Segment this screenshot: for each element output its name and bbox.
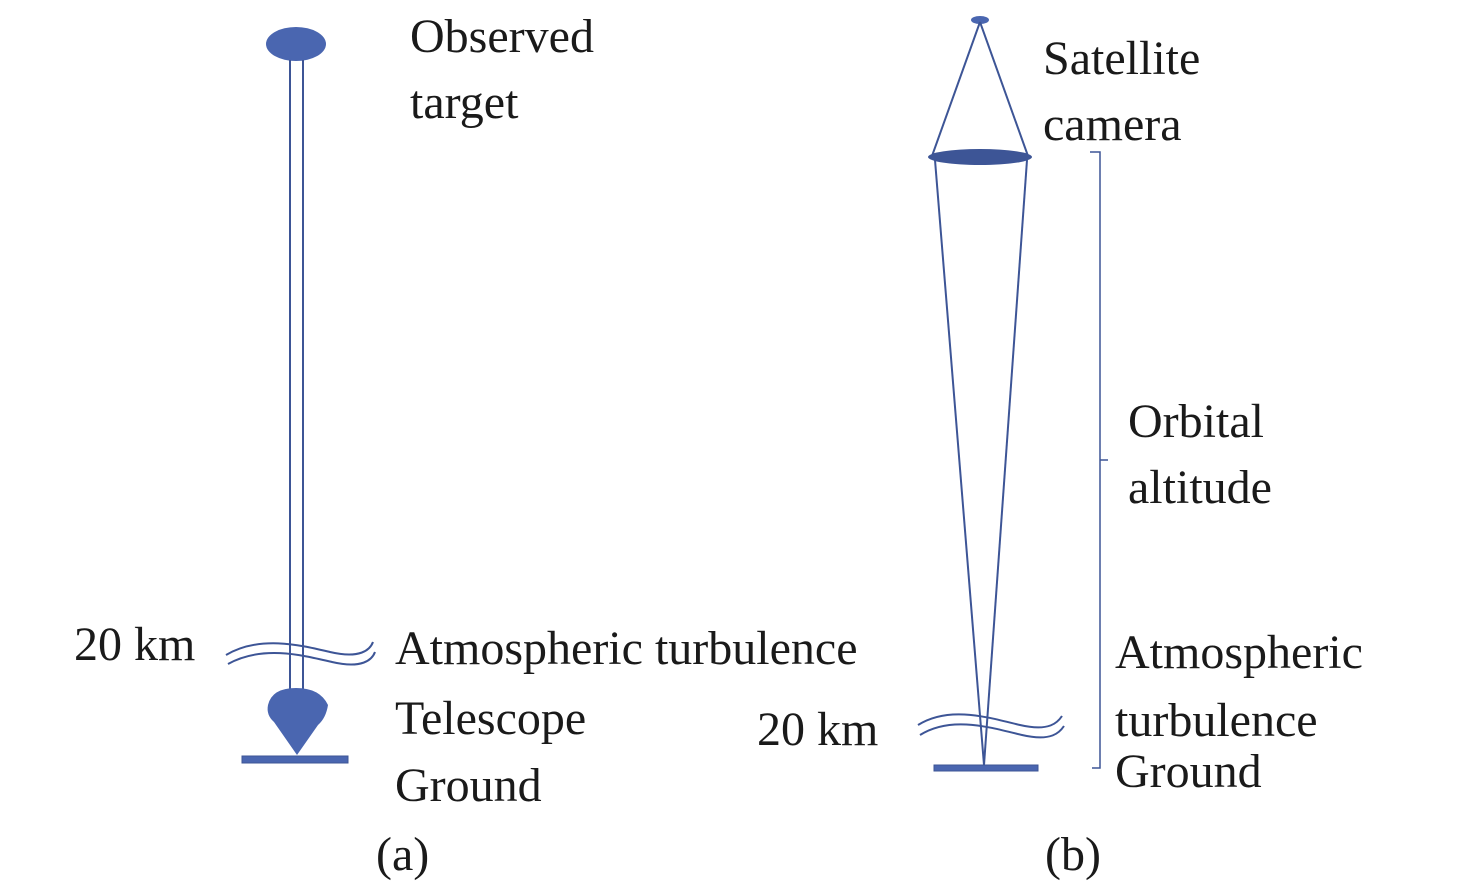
observed-target-shape [266, 27, 326, 61]
turbulence-label: Atmospheric turbulence [395, 622, 858, 675]
camera-lens-shape [928, 149, 1032, 165]
panel-b: Satellite camera Orbital altitude 20 km … [757, 16, 1363, 881]
turbulence-label-2: turbulence [1115, 694, 1318, 747]
turbulence-wave-icon [917, 713, 1065, 739]
panel-a: Observed target 20 km Atmospheric turbul… [74, 10, 858, 881]
ground-label: Ground [395, 759, 542, 812]
camera-label-2: camera [1043, 98, 1182, 151]
target-label-1: Observed [410, 10, 594, 63]
telescope-label: Telescope [395, 692, 586, 745]
altitude-label: 20 km [757, 703, 878, 756]
camera-cone [931, 21, 1029, 766]
ground-bar [933, 764, 1039, 772]
altitude-label: 20 km [74, 618, 195, 671]
ground-label: Ground [1115, 745, 1262, 798]
caption-a: (a) [376, 828, 429, 881]
turbulence-wave-icon [225, 641, 376, 666]
turbulence-label-1: Atmospheric [1115, 626, 1363, 679]
caption-b: (b) [1045, 828, 1101, 881]
ground-bar [241, 755, 349, 764]
target-label-2: target [410, 76, 519, 129]
orbital-altitude-bracket [1090, 151, 1108, 769]
camera-focus-shape [971, 16, 989, 24]
orbit-label-1: Orbital [1128, 395, 1264, 448]
camera-label-1: Satellite [1043, 32, 1200, 85]
telescope-shape [267, 688, 328, 755]
orbit-label-2: altitude [1128, 461, 1272, 514]
